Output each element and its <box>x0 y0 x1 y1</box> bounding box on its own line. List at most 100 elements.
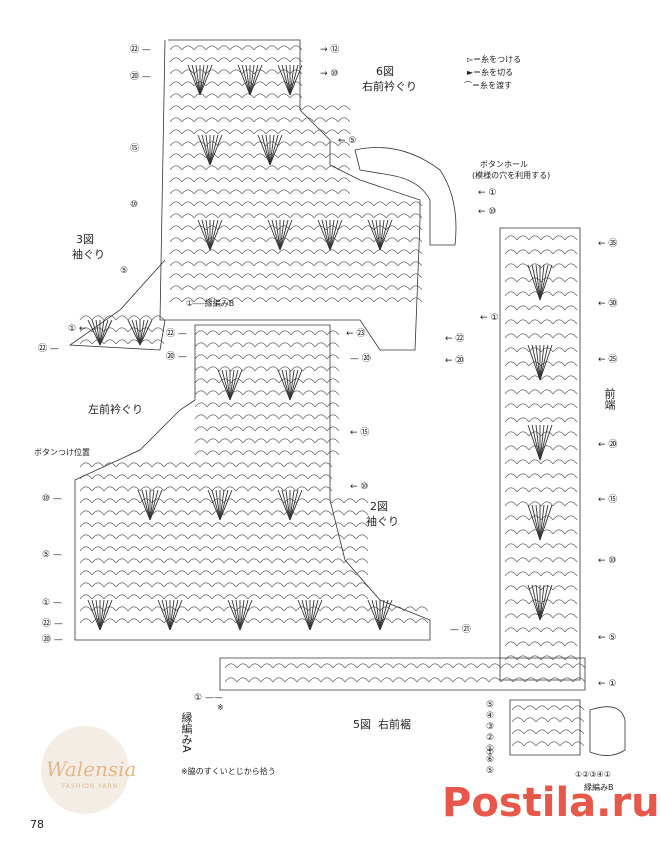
stitch-arc <box>516 585 530 591</box>
stitch-arc <box>302 402 316 408</box>
row-label: ㉒ — <box>38 344 59 354</box>
stitch-arc <box>205 45 219 51</box>
stitch-arc <box>409 249 423 255</box>
stitch-fan <box>239 599 245 631</box>
stitch-arc <box>355 594 369 600</box>
stitch-arc <box>290 402 304 408</box>
row-label: — ⑳ <box>350 354 371 364</box>
stitch-arc <box>326 426 340 432</box>
stitch-arc <box>295 546 309 552</box>
edging-b-bottom-label: 縁編みB <box>584 783 614 792</box>
stitch-arc <box>278 354 292 360</box>
stitch-arc <box>337 129 351 135</box>
stitch-arc <box>265 297 279 303</box>
stitch-arc <box>151 474 165 480</box>
stitch-arc <box>139 498 153 504</box>
stitch-arc <box>205 177 219 183</box>
stitch-arc <box>211 582 225 588</box>
stitch-arc <box>540 473 554 479</box>
stitch-arc <box>271 522 285 528</box>
stitch-arc <box>139 618 153 624</box>
stitch-arc <box>254 390 268 396</box>
stitch-arc <box>409 225 423 231</box>
stitch-arc <box>307 570 321 576</box>
stitch-arc <box>397 201 411 207</box>
stitch-arc <box>230 402 244 408</box>
brand-logo: Postila.ru <box>442 780 660 826</box>
stitch-arc <box>217 117 231 123</box>
stitch-arc <box>343 594 357 600</box>
stitch-arc <box>319 558 333 564</box>
stitch-arc <box>169 201 183 207</box>
stitch-arc <box>199 462 213 468</box>
stitch-arc <box>326 414 340 420</box>
stitch-arc <box>325 189 339 195</box>
stitch-arc <box>512 677 526 683</box>
stitch-arc <box>409 297 423 303</box>
stitch-arc <box>242 330 256 336</box>
stitch-arc <box>504 515 518 521</box>
stitch-arc <box>331 570 345 576</box>
stitch-arc <box>253 213 267 219</box>
stitch-arc <box>79 546 93 552</box>
stitch-arc <box>313 105 327 111</box>
stitch-arc <box>504 445 518 451</box>
stitch-arc <box>331 594 345 600</box>
stitch-arc <box>79 339 93 345</box>
stitch-fan <box>535 264 541 301</box>
row-label: ② <box>486 733 495 743</box>
stitch-arc <box>163 522 177 528</box>
stitch-arc <box>193 45 207 51</box>
stitch-arc <box>254 342 268 348</box>
stitch-arc <box>409 261 423 267</box>
stitch-arc <box>301 201 315 207</box>
stitch-arc <box>504 571 518 577</box>
stitch-arc <box>307 546 321 552</box>
stitch-arc <box>241 213 255 219</box>
stitch-arc <box>536 677 550 683</box>
stitch-arc <box>523 717 537 723</box>
stitch-arc <box>205 81 219 87</box>
stitch-fan <box>235 599 241 631</box>
stitch-fan <box>535 424 541 461</box>
stitch-arc <box>403 618 417 624</box>
stitch-arc <box>175 570 189 576</box>
stitch-arc <box>266 366 280 372</box>
stitch-fan <box>169 599 175 631</box>
stitch-arc <box>223 618 237 624</box>
stitch-arc <box>217 177 231 183</box>
stitch-arc <box>337 261 351 267</box>
stitch-arc <box>552 585 566 591</box>
stitch-arc <box>301 273 315 279</box>
stitch-arc <box>163 510 177 516</box>
stitch-arc <box>564 655 578 661</box>
row-label: ← ① <box>478 188 497 198</box>
stitch-arc <box>516 627 530 633</box>
stitch-arc <box>247 474 261 480</box>
stitch-fan <box>209 219 219 251</box>
stitch-arc <box>163 486 177 492</box>
stitch-arc <box>552 403 566 409</box>
stitch-arc <box>540 655 554 661</box>
stitch-arc <box>103 594 117 600</box>
stitch-fan <box>135 319 141 346</box>
stitch-arc <box>540 641 554 647</box>
stitch-arc <box>504 543 518 549</box>
stitch-arc <box>205 249 219 255</box>
stitch-arc <box>187 498 201 504</box>
stitch-arc <box>278 426 292 432</box>
stitch-arc <box>230 366 244 372</box>
stitch-arc <box>337 117 351 123</box>
stitch-arc <box>452 663 466 669</box>
stitch-arc <box>242 426 256 432</box>
row-label: ← ⑤ <box>598 633 617 643</box>
stitch-arc <box>127 546 141 552</box>
row-label: ㉒ — <box>42 619 63 629</box>
legend-cut: ►＝糸を切る <box>467 68 514 77</box>
stitch-arc <box>301 297 315 303</box>
stitch-arc <box>259 534 273 540</box>
stitch-arc <box>79 474 93 480</box>
stitch-arc <box>552 501 566 507</box>
stitch-arc <box>343 582 357 588</box>
stitch-arc <box>564 613 578 619</box>
